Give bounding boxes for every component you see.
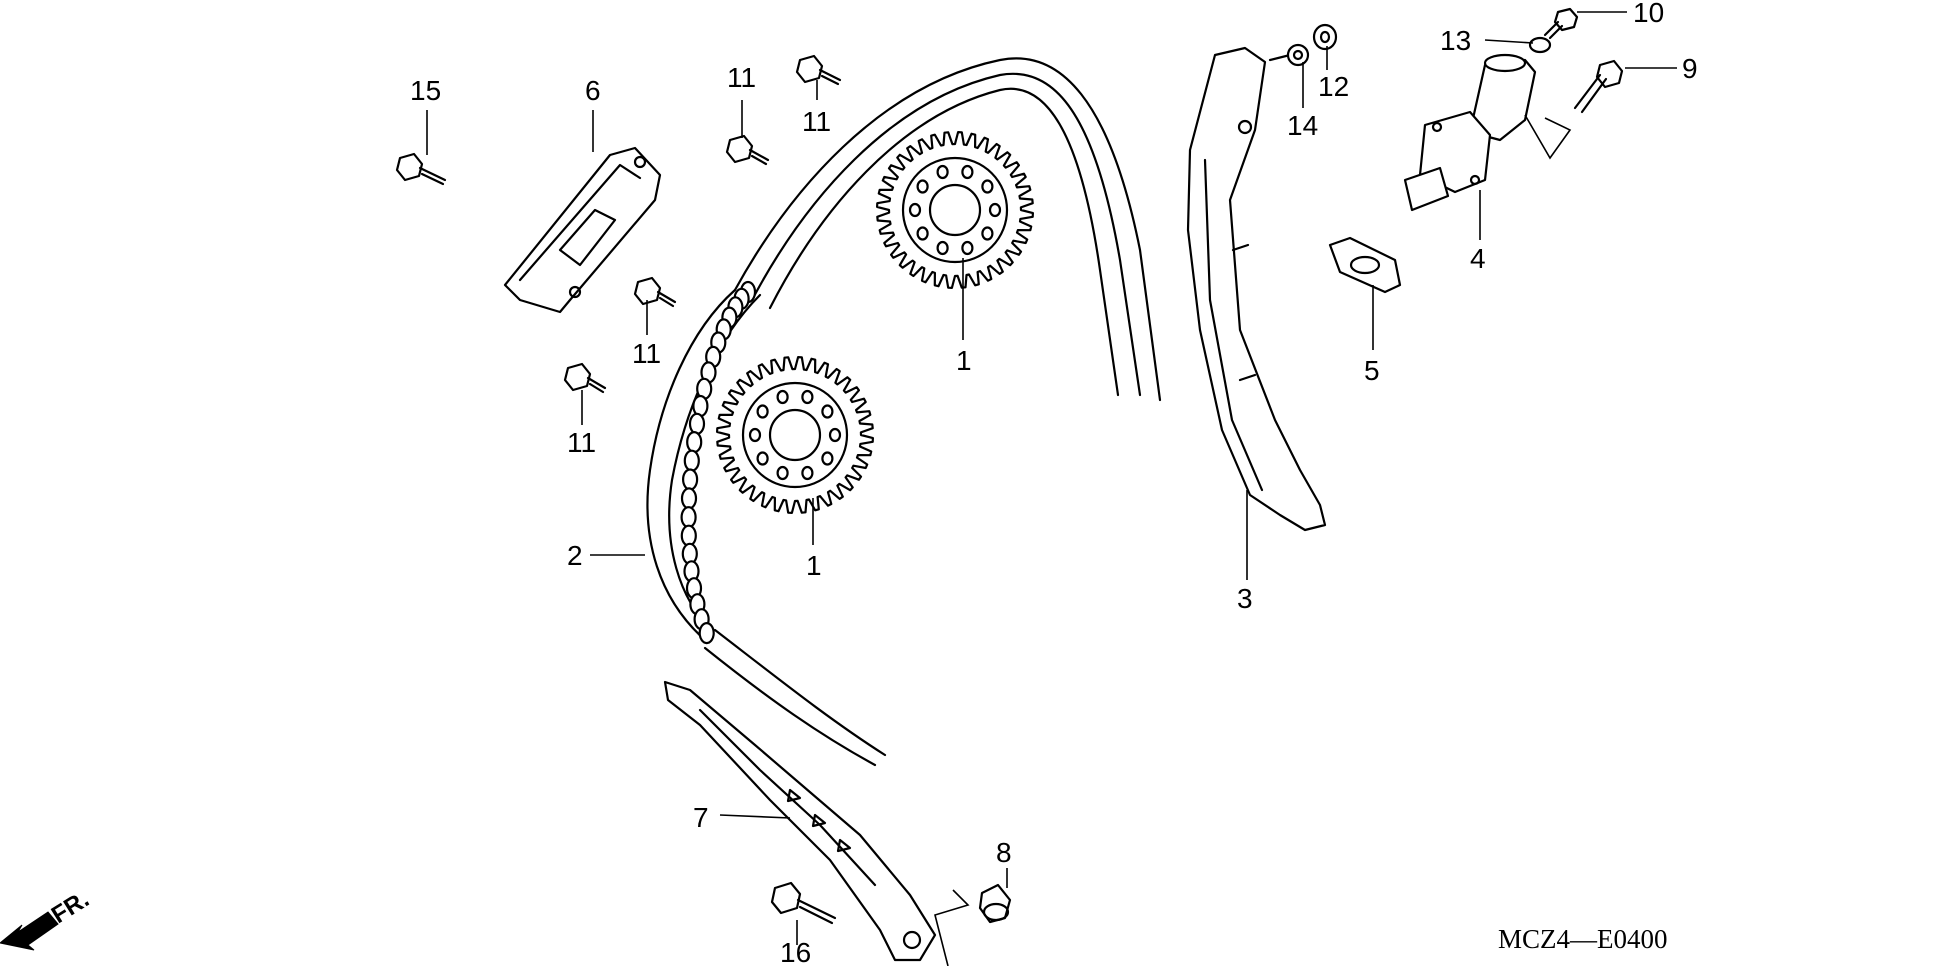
sprocket-hole — [936, 240, 949, 256]
callout-labels: 15 6 11 11 11 11 1 1 2 3 4 5 7 8 9 10 12… — [410, 0, 1698, 966]
callout-3: 3 — [1237, 583, 1253, 614]
sprocket-hole — [776, 465, 789, 481]
sprocket-hole — [981, 226, 994, 241]
sprocket-hole — [936, 164, 949, 180]
bolt-16 — [770, 881, 837, 925]
callout-11-d: 11 — [567, 427, 596, 458]
chain-link — [688, 412, 706, 435]
chain-link — [680, 506, 697, 529]
front-direction-marker: FR. — [0, 886, 94, 951]
callout-4: 4 — [1470, 243, 1486, 274]
leader-lines — [426, 11, 1677, 966]
chain-link — [686, 431, 703, 454]
callout-6: 6 — [585, 75, 601, 106]
callout-1-lower: 1 — [806, 550, 822, 581]
callout-11-c: 11 — [632, 338, 661, 369]
sprocket-hole — [756, 404, 769, 419]
sprocket-hole — [821, 451, 834, 466]
washer-14 — [1286, 43, 1310, 67]
chain-link — [681, 468, 699, 491]
sprocket-hole — [801, 389, 814, 405]
cam-chain — [646, 57, 1162, 767]
bolt-10 — [1543, 7, 1579, 40]
washer-12 — [1312, 23, 1338, 51]
callout-13: 13 — [1440, 25, 1471, 56]
cam-sprocket-upper — [876, 131, 1034, 289]
bolt-11-b — [725, 134, 770, 166]
front-arrow-icon — [0, 911, 59, 951]
pivot-bolt-8 — [978, 883, 1012, 924]
bolt-11-c — [633, 276, 677, 308]
callout-2: 2 — [567, 540, 583, 571]
bolt-11-d — [563, 362, 607, 394]
bolt-11-a — [795, 54, 842, 86]
sprocket-hole — [776, 389, 789, 405]
callout-12: 12 — [1318, 71, 1349, 102]
sprocket-hole — [828, 427, 842, 443]
chain-link — [680, 487, 698, 510]
sprocket-hole — [908, 202, 922, 218]
chain-link — [683, 449, 700, 472]
sprocket-hole — [801, 465, 814, 481]
sprocket-hole — [748, 427, 762, 443]
sprocket-hole — [961, 164, 974, 180]
sprocket-hole — [961, 240, 974, 256]
sprocket-hole — [916, 226, 929, 241]
sprocket-hole — [756, 451, 769, 466]
callout-9: 9 — [1682, 53, 1698, 84]
callout-16: 16 — [780, 937, 811, 966]
sprocket-hole — [988, 202, 1002, 218]
bolt-15 — [395, 152, 447, 186]
callout-15: 15 — [410, 75, 441, 106]
chain-guide-front — [663, 680, 937, 962]
sprocket-hole — [821, 404, 834, 419]
callout-1-upper: 1 — [956, 345, 972, 376]
tensioner-gasket — [1328, 236, 1402, 294]
chain-guide-top — [503, 146, 662, 314]
callout-5: 5 — [1364, 355, 1380, 386]
callout-14: 14 — [1287, 110, 1318, 141]
sprocket-hole — [916, 179, 929, 194]
callout-11-a: 11 — [727, 62, 756, 93]
callout-8: 8 — [996, 837, 1012, 868]
callout-11-b: 11 — [802, 106, 831, 137]
chain-link — [680, 524, 697, 547]
tensioner-slipper — [1186, 46, 1327, 532]
chain-link — [698, 621, 715, 645]
cam-sprocket-lower — [716, 356, 874, 514]
washer-13 — [1528, 36, 1552, 54]
sprocket-hole — [981, 179, 994, 194]
callout-7: 7 — [693, 802, 709, 833]
callout-10: 10 — [1633, 0, 1664, 28]
bolt-9 — [1573, 59, 1624, 114]
drawing-code: MCZ4—E0400 — [1498, 924, 1668, 954]
tensioner-lifter — [1403, 53, 1537, 212]
